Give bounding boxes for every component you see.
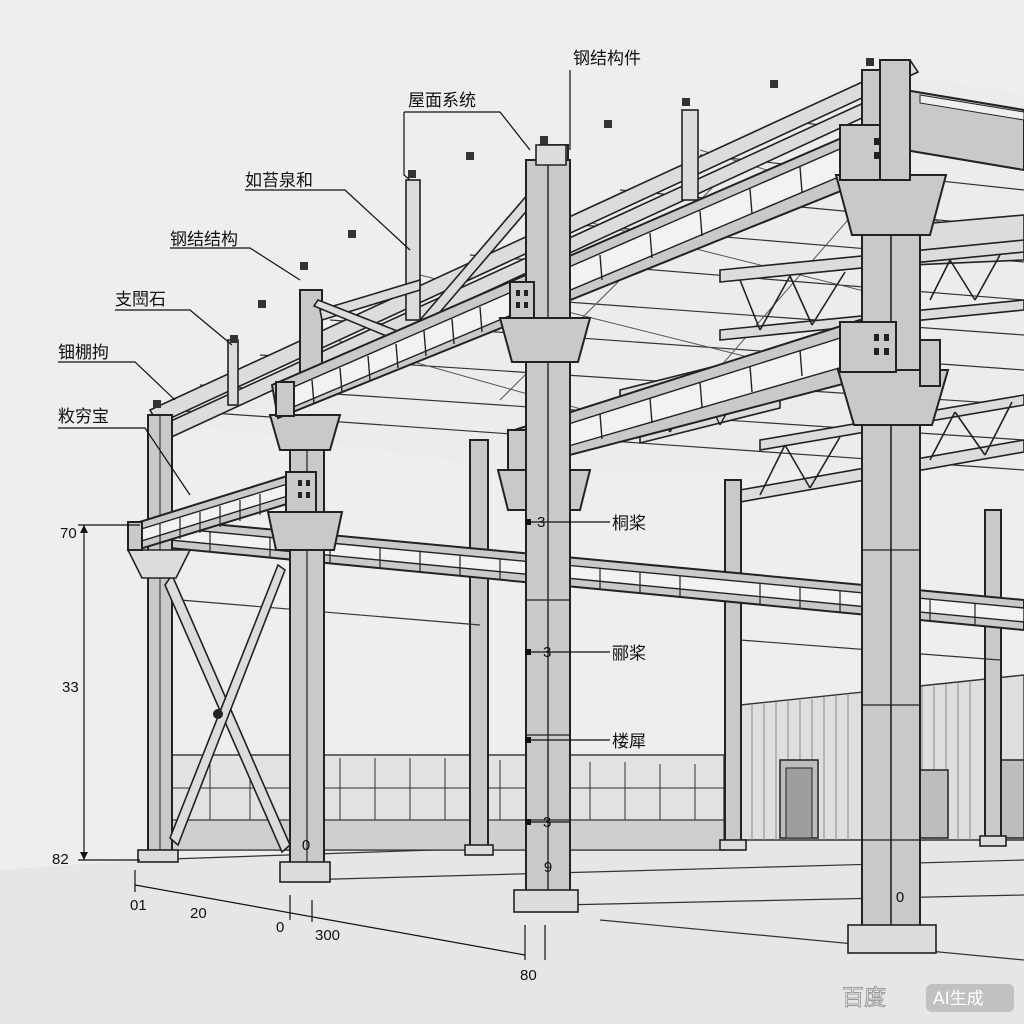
- back-wall: [171, 754, 725, 851]
- dim-b-3: 0: [276, 919, 284, 936]
- svg-text:0: 0: [302, 837, 310, 854]
- dim-h-mid: 33: [62, 679, 79, 696]
- col-mark-2: 3: [543, 644, 551, 661]
- watermark: 百度 AI生成: [842, 984, 1014, 1012]
- svg-text:9: 9: [544, 859, 552, 876]
- label-left-5: 敉穷宝: [58, 407, 109, 427]
- dimension-lines: [78, 524, 546, 960]
- watermark-badge: AI生成: [933, 989, 984, 1009]
- label-roof-system: 屋面系统: [408, 91, 476, 111]
- dim-h-top: 70: [60, 525, 77, 542]
- label-right-2: 郦桨: [612, 644, 646, 664]
- label-right-1: 桐桨: [612, 514, 646, 534]
- column-right-front: 0: [834, 59, 950, 954]
- dim-h-base: 82: [52, 851, 69, 868]
- dim-b-5: 80: [520, 967, 537, 984]
- dim-b-4: 300: [315, 927, 340, 944]
- col-mark-3: 3: [543, 814, 551, 831]
- left-end-frame: 0: [126, 414, 344, 883]
- building-door-right: [917, 769, 949, 839]
- leader-lines: [58, 70, 610, 823]
- watermark-brand: 百度: [842, 986, 886, 1011]
- label-top-center: 钢结构件: [573, 49, 641, 69]
- floor: [0, 820, 1024, 1024]
- x-brace-2: [169, 563, 286, 847]
- label-left-3: 支閚石: [115, 290, 166, 310]
- label-left-4: 钿棚拘: [58, 343, 109, 363]
- label-left-2: 钢结结构: [170, 230, 238, 250]
- dim-b-2: 20: [190, 905, 207, 922]
- label-right-3: 楼犀: [612, 732, 646, 752]
- label-left-1: 如苔泉和: [245, 171, 313, 191]
- column-center: 9: [498, 144, 592, 913]
- dim-b-1: 01: [130, 897, 147, 914]
- col-mark-1: 3: [537, 514, 545, 531]
- back-columns: [464, 439, 1007, 856]
- svg-text:0: 0: [896, 889, 904, 906]
- labels: 钢结构件 屋面系统 如苔泉和 钢结结构 支閚石 钿棚拘 敉穷宝 桐桨 郦桨 楼犀…: [52, 49, 646, 984]
- watermark-badge-bg: [926, 984, 1014, 1012]
- purlin-clips: [153, 58, 874, 408]
